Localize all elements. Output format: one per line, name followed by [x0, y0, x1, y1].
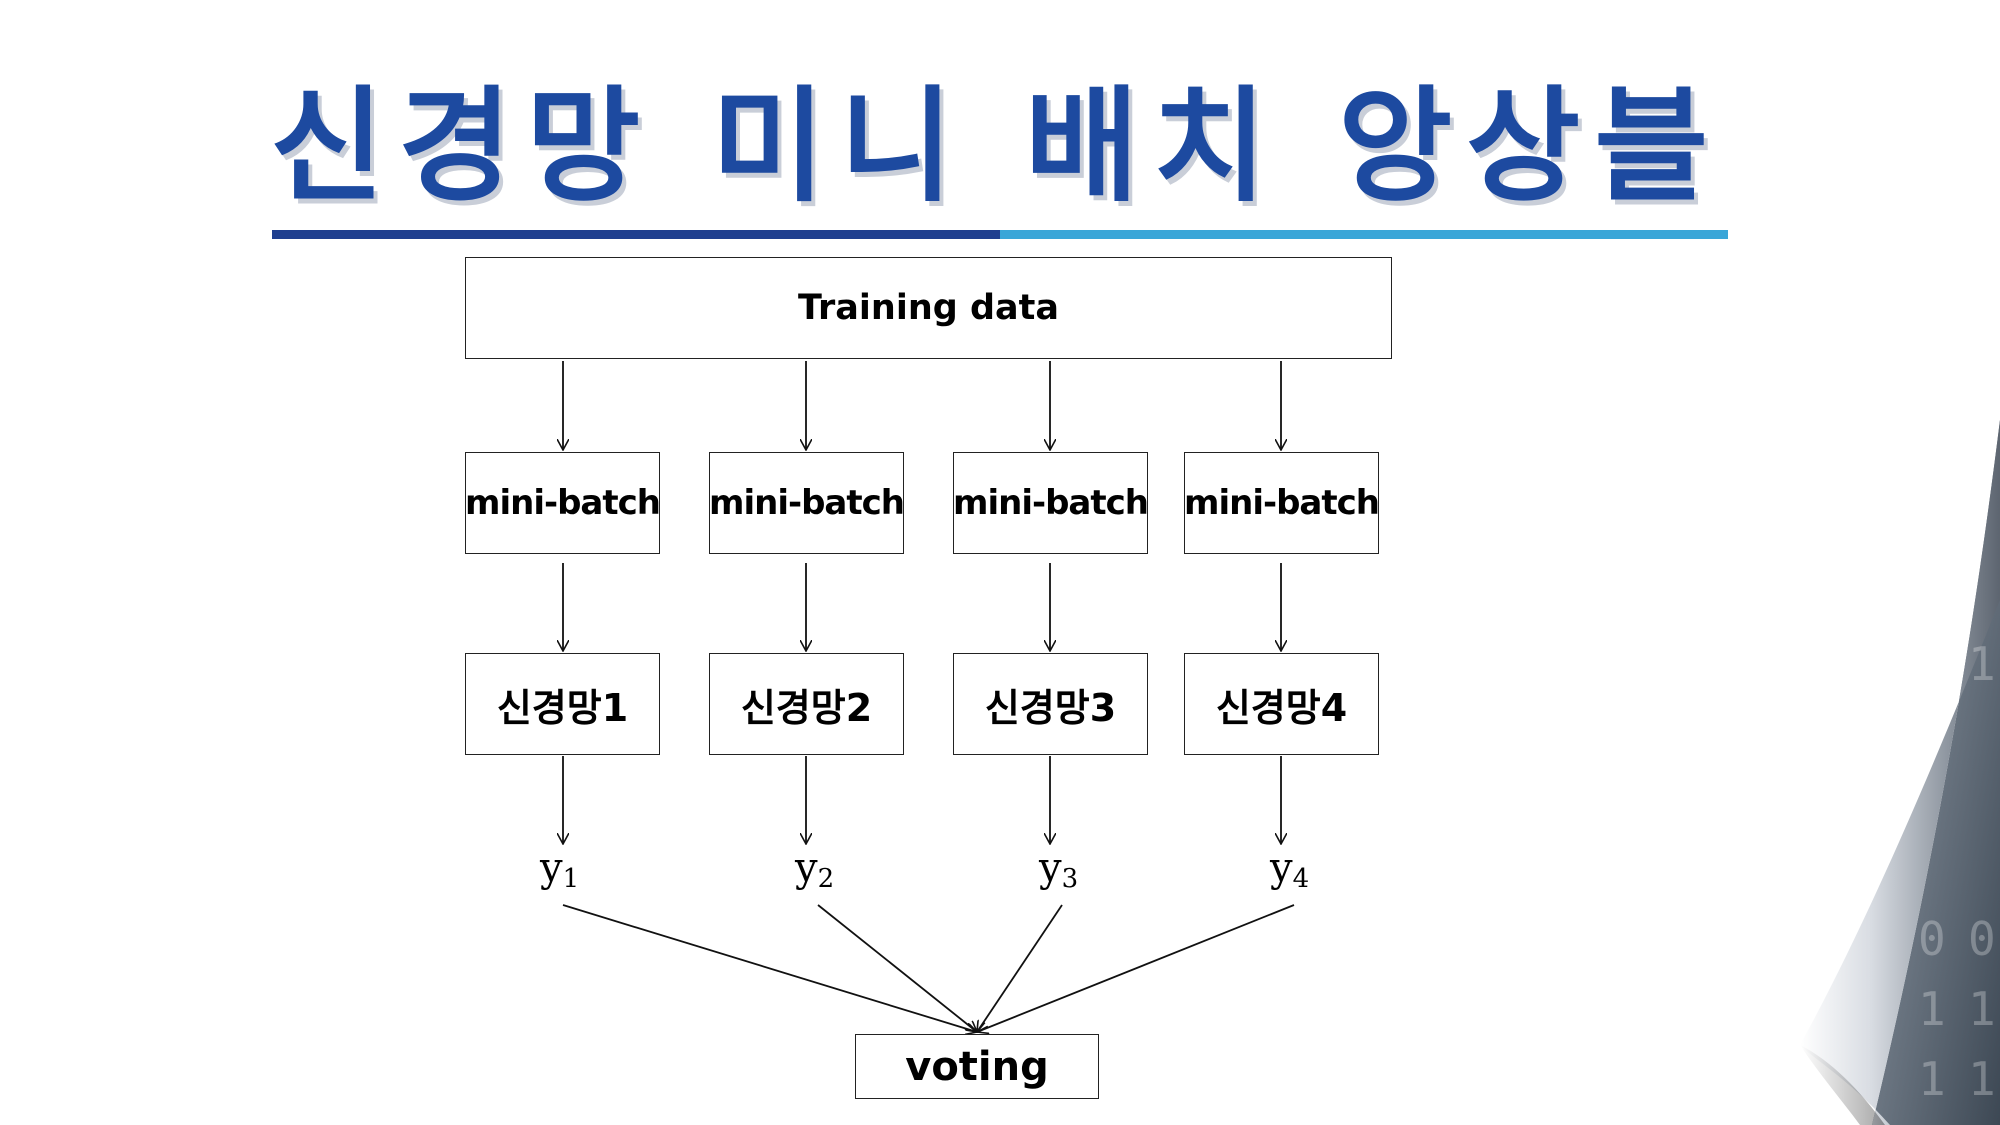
- title-underline-dark: [272, 230, 1000, 239]
- binary-digit-2: 0: [1918, 912, 1946, 966]
- curl-shadow: [1800, 1045, 1885, 1125]
- training-data-box: Training data: [465, 257, 1392, 359]
- voting-box: voting: [855, 1034, 1099, 1099]
- arrow-output-1-to-voting: [562, 904, 977, 1032]
- arrow-output-3-to-voting: [977, 904, 1063, 1032]
- output-label-4: y4: [1270, 845, 1310, 894]
- title-underline-light: [1000, 230, 1728, 239]
- arrow-output-4-to-voting: [977, 904, 1295, 1032]
- output-label-3: y3: [1039, 845, 1079, 894]
- network-box-2: 신경망2: [709, 653, 904, 755]
- binary-digit-6: 1: [1918, 1052, 1946, 1106]
- binary-digit-3: 0: [1968, 912, 1996, 966]
- binary-digit-7: 1: [1968, 1052, 1996, 1106]
- output-label-1: y1: [540, 845, 580, 894]
- network-box-1: 신경망1: [465, 653, 660, 755]
- mini-batch-box-1: mini-batch: [465, 452, 661, 554]
- mini-batch-box-3: mini-batch: [953, 452, 1149, 554]
- network-box-3: 신경망3: [953, 653, 1148, 755]
- binary-digit-5: 1: [1968, 982, 1996, 1036]
- network-box-4: 신경망4: [1184, 653, 1379, 755]
- binary-digit-1: 1: [1968, 637, 1996, 691]
- mini-batch-box-4: mini-batch: [1184, 452, 1380, 554]
- mini-batch-box-2: mini-batch: [709, 452, 905, 554]
- binary-digit-4: 1: [1918, 982, 1946, 1036]
- curl-page: [1800, 420, 2000, 1125]
- output-label-2: y2: [795, 845, 835, 894]
- curl-revealed-area: [1872, 420, 2000, 1125]
- arrow-output-2-to-voting: [817, 904, 977, 1032]
- page-title: 신경망 미니 배치 앙상블: [270, 75, 1723, 219]
